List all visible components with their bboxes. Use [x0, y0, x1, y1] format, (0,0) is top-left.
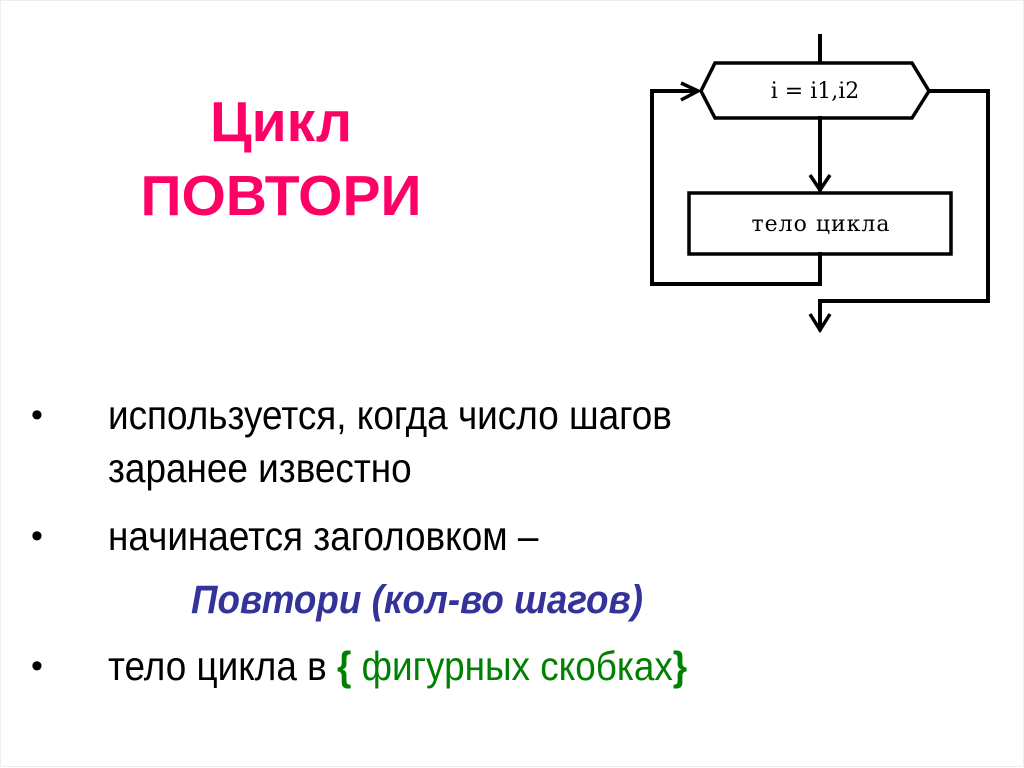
bullet-1-line-1: используется, когда число шагов [108, 392, 672, 438]
bullet-3-prefix: тело цикла в [108, 643, 337, 689]
title-line-2: ПОВТОРИ [140, 164, 422, 228]
open-brace: { [336, 643, 352, 689]
arrow-return-icon [680, 81, 702, 102]
flow-exit-line [818, 89, 990, 331]
flow-return-loop [650, 89, 822, 286]
slide-title: Цикл ПОВТОРИ [111, 85, 451, 233]
loop-header-label: i = i1,i2 [771, 79, 860, 104]
bullet-marker: • [31, 647, 43, 685]
loop-body-rect [687, 191, 953, 256]
arrow-down-exit-icon [808, 313, 832, 334]
loop-body-label: тело цикла [751, 212, 890, 237]
arrow-down-body-icon [808, 174, 832, 194]
loop-header-syntax: Повтори (кол-во шагов) [191, 578, 644, 622]
title-line-1: Цикл [209, 90, 353, 154]
close-brace: } [672, 643, 688, 689]
bullet-3-green-text: фигурных скобках [351, 643, 673, 689]
bullet-3-text: тело цикла в { фигурных скобках} [108, 639, 687, 693]
bullet-marker: • [31, 396, 43, 434]
bullet-marker: • [31, 517, 43, 555]
bullet-2-text: начинается заголовком – [108, 513, 539, 559]
bullet-1-line-2: заранее известно [108, 445, 412, 491]
